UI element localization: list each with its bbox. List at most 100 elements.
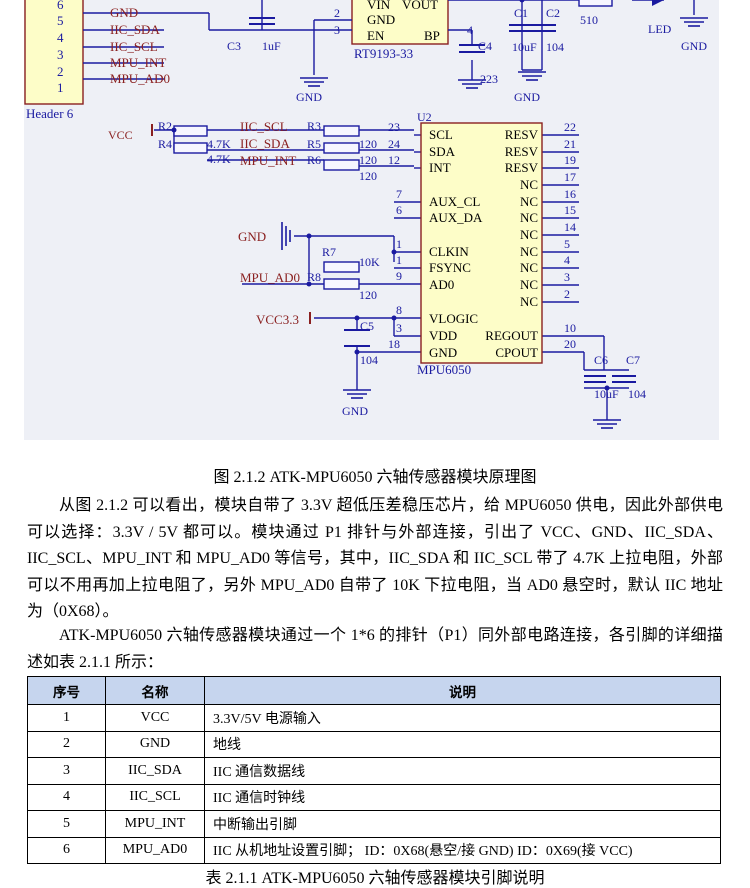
table-row: 5 MPU_INT 中断输出引脚 [27,810,721,838]
table-cell: IIC 通信时钟线 [204,783,721,811]
component-label: R4 [158,137,172,151]
pin-number: 2 [564,287,570,301]
component-label: R3 [307,119,321,133]
component-label: C4 [478,39,492,53]
component-label: R6 [307,153,321,167]
chip-pin-name: AUX_DA [429,210,483,225]
net-label: IIC_SCL [110,39,158,54]
net-label: MPU_INT [110,55,166,70]
component-label: C7 [626,353,640,367]
pin-number: 9 [396,269,402,283]
component-value: 1uF [262,39,281,53]
chip-pin-name: CPOUT [495,345,538,360]
table-cell: IIC 通信数据线 [204,757,721,785]
component-label: R7 [322,245,336,259]
pin-number: 24 [388,137,400,151]
table-cell: 2 [27,730,106,758]
vcc-label: VCC [108,128,133,142]
pin-number: 12 [388,153,400,167]
pin-number: 18 [388,337,400,351]
component-value: 510 [580,13,598,27]
component-label: R8 [307,270,321,284]
pin-number: 22 [564,120,576,134]
header-pin-number: 5 [57,13,64,28]
table-cell: IIC_SDA [105,757,205,785]
table-row: 2 GND 地线 [27,730,721,758]
chip-pin-name: RESV [505,160,539,175]
component-value: 120 [359,288,377,302]
column-header: 说明 [204,676,721,705]
component-label: R5 [307,137,321,151]
component-label: R2 [158,119,172,133]
chip-pin-name: RESV [505,127,539,142]
schematic-diagram: 6 5 4 3 2 1 Header 6 GND IIC_SDA IIC_SCL… [24,0,719,440]
pin-number: 2 [334,6,340,20]
table-cell: 中断输出引脚 [204,810,721,838]
component-value: 4.7K [207,152,231,166]
chip-pin-name: NC [520,210,538,225]
pin-number: 3 [334,23,340,37]
pin-number: 20 [564,337,576,351]
gnd-label: GND [681,39,707,53]
component-value: 120 [359,153,377,167]
table-cell: 1 [27,704,106,732]
table-cell: 3 [27,757,106,785]
chip-pin-name: REGOUT [485,328,538,343]
pin-number: 4 [467,23,473,37]
body-paragraph: ATK-MPU6050 六轴传感器模块通过一个 1*6 的排针（P1）同外部电路… [27,627,723,671]
table-row: 1 VCC 3.3V/5V 电源输入 [27,704,721,732]
table-cell: GND [105,730,205,758]
chip-pin-name: VDD [429,328,457,343]
pin-number: 21 [564,137,576,151]
pin-description-table: 序号 名称 说明 1 VCC 3.3V/5V 电源输入 2 GND 地线 3 I… [27,676,721,864]
chip-pin-name: NC [520,244,538,259]
pin-number: 23 [388,120,400,134]
gnd-label: GND [238,229,266,244]
pin-number: 1 [396,253,402,267]
header-pin-number: 1 [57,80,64,95]
net-label: IIC_SCL [240,119,288,134]
body-paragraph: 从图 2.1.2 可以看出，模块自带了 3.3V 超低压差稳压芯片，给 MPU6… [27,497,723,620]
chip-name: MPU6050 [417,362,471,377]
chip-pin-name: AD0 [429,277,454,292]
chip-pin-name: SCL [429,127,453,142]
chip-pin-name: NC [520,177,538,192]
table-cell: VCC [105,704,205,732]
vcc33-label: VCC3.3 [256,312,299,327]
pin-number: 16 [564,187,576,201]
table-cell: 6 [27,836,106,864]
pin-number: 8 [396,303,402,317]
component-value: 104 [360,353,378,367]
regulator-pin: GND [367,12,395,27]
regulator-pin: EN [367,28,385,43]
component-label: C1 [514,6,528,20]
component-value: 4.7K [207,137,231,151]
component-value: 10K [359,255,380,269]
table-cell: 地线 [204,730,721,758]
chip-pin-name: SDA [429,144,456,159]
table-cell: 3.3V/5V 电源输入 [204,704,721,732]
figure-caption: 图 2.1.2 ATK-MPU6050 六轴传感器模块原理图 [213,469,537,486]
pin-number: 6 [396,203,402,217]
chip-pin-name: NC [520,227,538,242]
pin-number: 1 [396,237,402,251]
net-label: IIC_SDA [240,136,290,151]
pin-number: 3 [396,321,402,335]
component-label: C5 [360,319,374,333]
chip-pin-name: VLOGIC [429,311,478,326]
chip-pin-name: NC [520,277,538,292]
component-label: LED [648,22,672,36]
header-label: Header 6 [26,106,74,121]
component-label: C6 [594,353,608,367]
chip-pin-name: NC [520,194,538,209]
regulator-pin: VOUT [402,0,438,12]
component-value: 104 [546,40,564,54]
net-label: MPU_AD0 [240,270,300,285]
mpu6050-chip [420,122,543,364]
chip-pin-name: INT [429,160,451,175]
header-pin-number: 2 [57,64,64,79]
table-cell: 5 [27,810,106,838]
header-pin-number: 3 [57,47,64,62]
table-cell: MPU_AD0 [105,836,205,864]
pin-number: 19 [564,153,576,167]
